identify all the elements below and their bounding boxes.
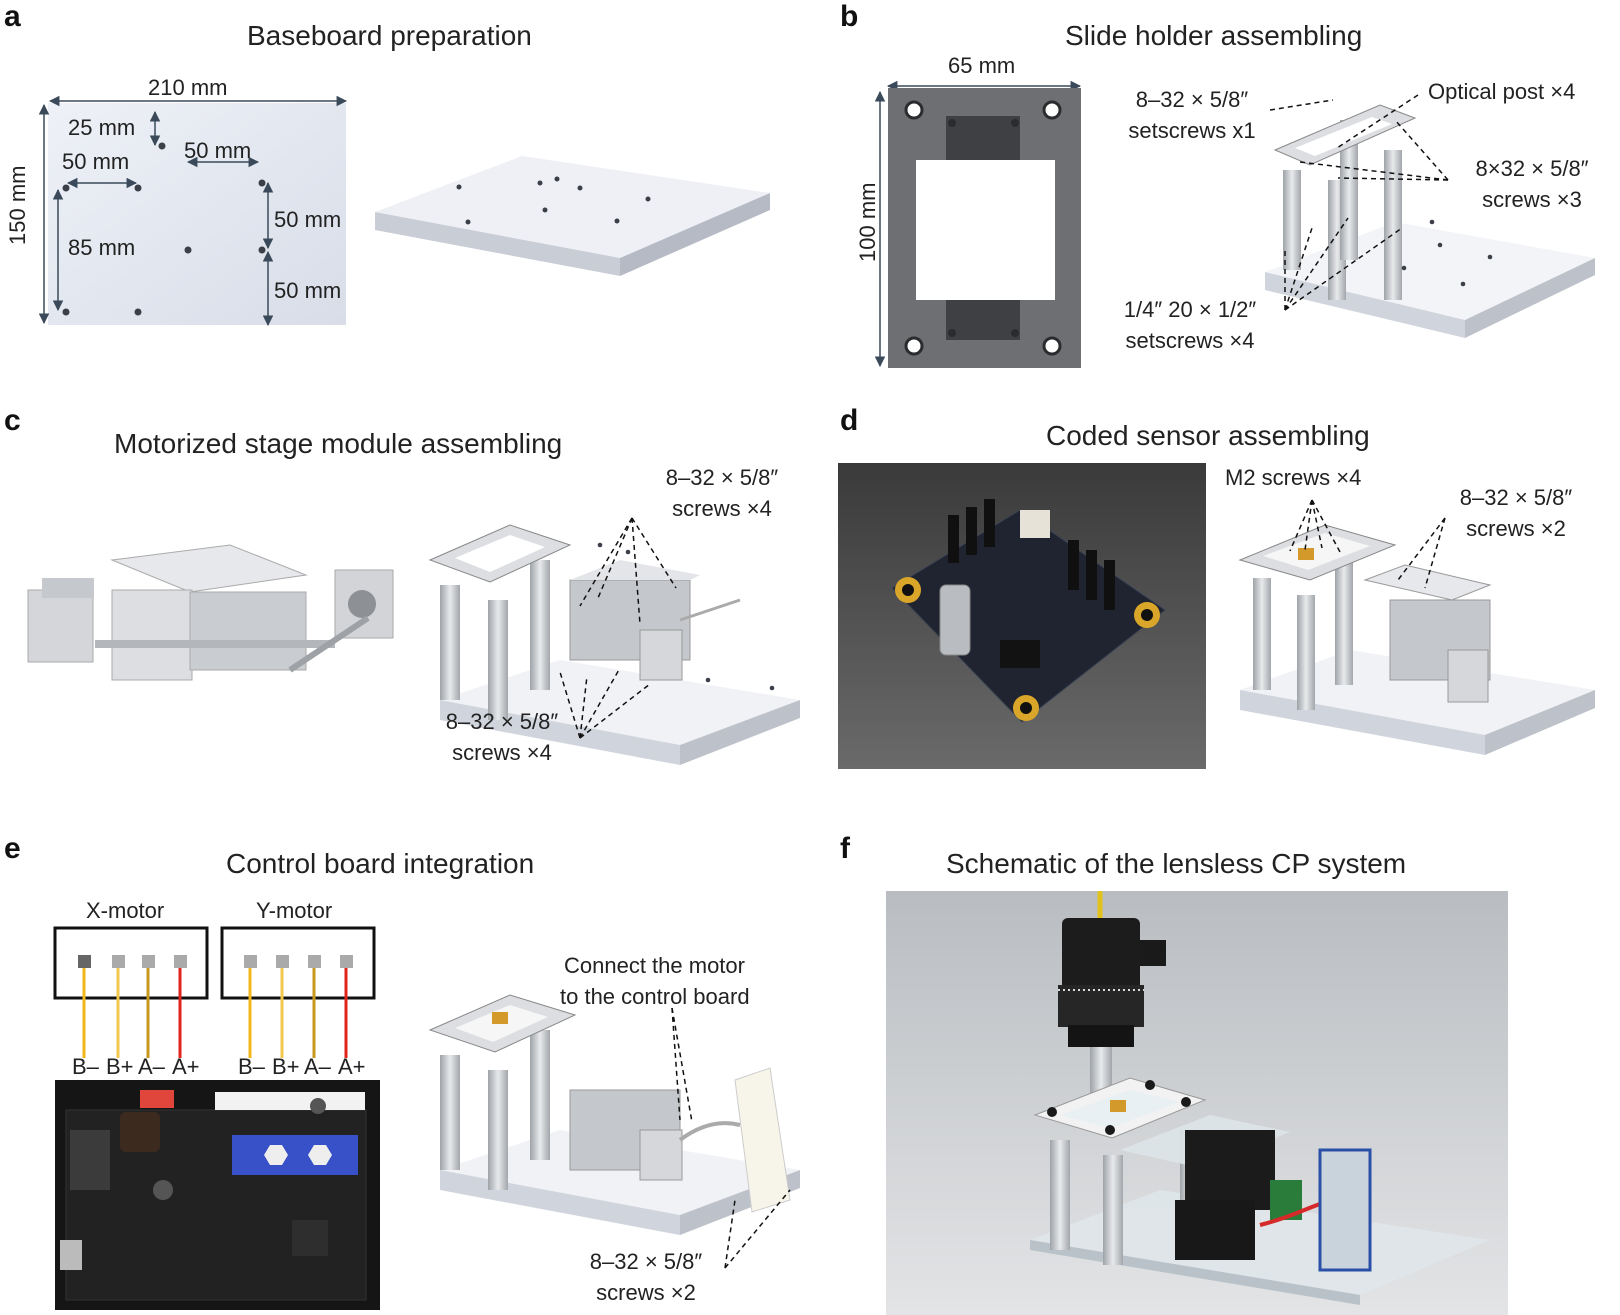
label-e-screws-x2-line1: 8–32 × 5/8″ (589, 1249, 703, 1274)
dim-50-lower-right: 50 mm (274, 278, 342, 303)
leader-lines-d (1289, 499, 1446, 589)
dim-50-left: 50 mm (62, 149, 130, 174)
system-assembly-e (428, 994, 800, 1235)
dim-50-upper-right: 50 mm (274, 207, 342, 232)
label-e-screws-x2-line2: screws ×2 (596, 1280, 696, 1305)
label-c-bottom-screws: 8–32 × 5/8″ screws ×4 (422, 706, 582, 768)
label-e-screws-x2: 8–32 × 5/8″ screws ×2 (566, 1246, 726, 1308)
pin-x-a-plus: A+ (172, 1054, 200, 1079)
panel-e-artwork (53, 926, 800, 1310)
panel-d-artwork (838, 463, 1595, 769)
label-setscrews-x4: 1/4″ 20 × 1/2″ setscrews ×4 (1100, 294, 1280, 356)
pin-y-a-plus: A+ (338, 1054, 366, 1079)
slide-holder-plate (888, 88, 1081, 368)
dim-50-center: 50 mm (184, 138, 252, 163)
label-screws-x3: 8×32 × 5/8″ screws ×3 (1452, 153, 1612, 215)
label-setscrews-x1: 8–32 × 5/8″ setscrews x1 (1112, 84, 1272, 146)
panel-letter-d: d (840, 404, 859, 437)
label-connect-motor: Connect the motor to the control board (560, 950, 820, 1012)
panel-letter-c: c (4, 404, 21, 437)
label-optical-post: Optical post ×4 (1428, 79, 1576, 104)
label-c-top-screws-line1: 8–32 × 5/8″ (665, 465, 779, 490)
dim-height-100: 100 mm (855, 182, 880, 262)
lensless-cp-base (1030, 1077, 1490, 1305)
panel-title-f: Schematic of the lensless CP system (946, 848, 1407, 879)
pin-y-b-plus: B+ (272, 1054, 300, 1079)
label-c-bottom-screws-line2: screws ×4 (452, 740, 552, 765)
baseboard-isometric (375, 156, 770, 276)
panel-c-artwork (27, 517, 800, 765)
panel-title-a: Baseboard preparation (247, 20, 532, 51)
dimension-lines-a (38, 95, 348, 327)
label-c-top-screws: 8–32 × 5/8″ screws ×4 (642, 462, 802, 524)
panel-title-c: Motorized stage module assembling (114, 428, 563, 459)
label-setscrews-x1-line2: setscrews x1 (1128, 118, 1256, 143)
panel-title-d: Coded sensor assembling (1046, 420, 1370, 451)
y-motor-connector (220, 926, 376, 1058)
dim-85: 85 mm (68, 235, 136, 260)
panel-title-e: Control board integration (226, 848, 535, 879)
dim-width-65: 65 mm (948, 53, 1016, 78)
pin-x-b-minus: B– (72, 1054, 99, 1079)
microscope-objective (1058, 918, 1166, 1102)
baseboard-top-view (48, 103, 346, 325)
label-setscrews-x4-line2: setscrews ×4 (1125, 328, 1255, 353)
panel-letter-e: e (4, 832, 21, 865)
control-board-photo (55, 1080, 380, 1310)
panel-f-artwork (886, 891, 1508, 1315)
label-y-motor: Y-motor (256, 898, 333, 923)
label-c-bottom-screws-line1: 8–32 × 5/8″ (445, 709, 559, 734)
label-d-screws-x2-line2: screws ×2 (1466, 516, 1566, 541)
label-m2-screws: M2 screws ×4 (1225, 465, 1362, 490)
label-screws-x3-line2: screws ×3 (1482, 187, 1582, 212)
label-connect-motor-line1: Connect the motor (564, 953, 745, 978)
motorized-stage-exploded (27, 544, 394, 681)
panel-letter-b: b (840, 0, 859, 33)
pin-x-b-plus: B+ (106, 1054, 134, 1079)
sensor-photo (838, 463, 1206, 769)
leader-lines-c (559, 517, 677, 739)
stage-assembly-c (428, 524, 800, 765)
pin-y-b-minus: B– (238, 1054, 265, 1079)
label-setscrews-x1-line1: 8–32 × 5/8″ (1135, 87, 1249, 112)
panel-a-artwork (38, 95, 770, 327)
label-c-top-screws-line2: screws ×4 (672, 496, 772, 521)
label-x-motor: X-motor (86, 898, 165, 923)
slide-holder-assembly (1265, 104, 1595, 338)
panel-b-artwork (874, 80, 1595, 368)
dim-25: 25 mm (68, 115, 136, 140)
dimension-lines-b (874, 80, 1082, 368)
pin-x-a-minus: A– (138, 1054, 165, 1079)
label-setscrews-x4-line1: 1/4″ 20 × 1/2″ (1123, 297, 1257, 322)
x-motor-connector (53, 926, 209, 1058)
pin-y-a-minus: A– (304, 1054, 331, 1079)
sensor-assembly-d (1238, 524, 1595, 755)
panel-letter-f: f (840, 832, 850, 865)
label-d-screws-x2-line1: 8–32 × 5/8″ (1459, 485, 1573, 510)
label-d-screws-x2: 8–32 × 5/8″ screws ×2 (1436, 482, 1596, 544)
dim-width-210: 210 mm (148, 75, 228, 100)
dim-height-150: 150 mm (5, 165, 30, 245)
leader-lines-b (1269, 94, 1449, 311)
leader-lines-e (671, 1007, 791, 1269)
label-screws-x3-line1: 8×32 × 5/8″ (1475, 156, 1589, 181)
panel-title-b: Slide holder assembling (1065, 20, 1363, 51)
panel-letter-a: a (4, 0, 21, 33)
label-connect-motor-line2: to the control board (560, 984, 750, 1009)
